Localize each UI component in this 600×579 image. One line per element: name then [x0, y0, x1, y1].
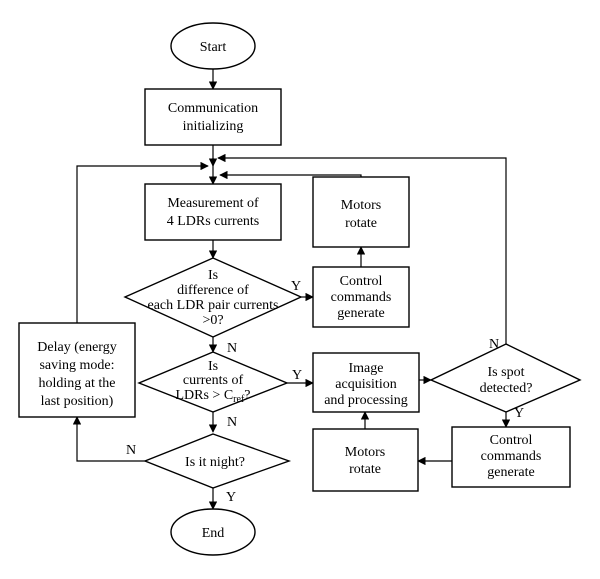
- motors-top-label-1: Motors: [341, 198, 381, 213]
- night-decision: [143, 433, 292, 489]
- control-bottom-label-2: commands: [481, 449, 542, 464]
- end-terminal: [170, 508, 256, 556]
- currents-label-3-sub: ref: [233, 394, 245, 405]
- control-bottom-box: [451, 426, 571, 488]
- currents-no-label: N: [227, 415, 237, 430]
- spot-label-2: detected?: [480, 381, 533, 396]
- currents-label-3-suffix: ?: [244, 388, 250, 403]
- spot-decision: [429, 343, 582, 413]
- measurement-label-2: 4 LDRs currents: [167, 214, 260, 229]
- night-yes-label: Y: [226, 490, 236, 505]
- difference-label-2: difference of: [177, 283, 249, 298]
- image-label-2: acquisition: [335, 377, 396, 392]
- image-label-1: Image: [349, 361, 384, 376]
- currents-label-3-prefix: LDRs > C: [175, 388, 233, 403]
- difference-label-1: Is: [208, 268, 218, 283]
- delay-label-3: holding at the: [39, 376, 116, 391]
- motors-bottom-box: [312, 428, 419, 492]
- difference-label-4: >0?: [202, 313, 223, 328]
- control-bottom-label-1: Control: [490, 433, 533, 448]
- delay-label-2: saving mode:: [39, 358, 114, 373]
- night-label: Is it night?: [185, 455, 245, 470]
- start-label: Start: [200, 40, 227, 55]
- spot-yes-label: Y: [514, 406, 524, 421]
- measurement-label-1: Measurement of: [167, 196, 259, 211]
- currents-yes-label: Y: [292, 368, 302, 383]
- night-no-label: N: [126, 443, 136, 458]
- control-top-box: [312, 266, 410, 328]
- communication-label-1: Communication: [168, 101, 258, 116]
- control-top-label-1: Control: [340, 274, 383, 289]
- delay-box: [18, 322, 136, 418]
- end-label: End: [202, 526, 225, 541]
- image-label-3: and processing: [324, 393, 408, 408]
- communication-label-2: initializing: [183, 119, 244, 134]
- currents-label-2: currents of: [183, 373, 244, 388]
- control-top-label-3: generate: [337, 306, 384, 321]
- edge-night-no: [72, 416, 145, 462]
- difference-label-3: each LDR pair currents: [148, 298, 279, 313]
- measurement-box: [144, 183, 282, 241]
- currents-label-1: Is: [208, 359, 218, 374]
- motors-top-box: [312, 176, 410, 248]
- motors-bottom-label-1: Motors: [345, 445, 385, 460]
- motors-bottom-label-2: rotate: [349, 462, 381, 477]
- delay-label-4: last position): [41, 394, 114, 409]
- edge-delay-loop: [76, 161, 209, 323]
- control-top-label-2: commands: [331, 290, 392, 305]
- difference-no-label: N: [227, 341, 237, 356]
- communication-box: [144, 88, 282, 146]
- currents-label-3: LDRs > Cref?: [175, 388, 250, 405]
- difference-decision: [123, 257, 303, 338]
- motors-top-label-2: rotate: [345, 216, 377, 231]
- currents-decision: [137, 351, 289, 413]
- edge-spot-no: [217, 153, 507, 344]
- spot-label-1: Is spot: [488, 365, 525, 380]
- difference-yes-label: Y: [291, 279, 301, 294]
- control-bottom-label-3: generate: [487, 465, 534, 480]
- image-acquisition-box: [312, 352, 420, 413]
- delay-label-1: Delay (energy: [37, 340, 116, 355]
- start-terminal: [170, 22, 256, 70]
- spot-no-label: N: [489, 337, 499, 352]
